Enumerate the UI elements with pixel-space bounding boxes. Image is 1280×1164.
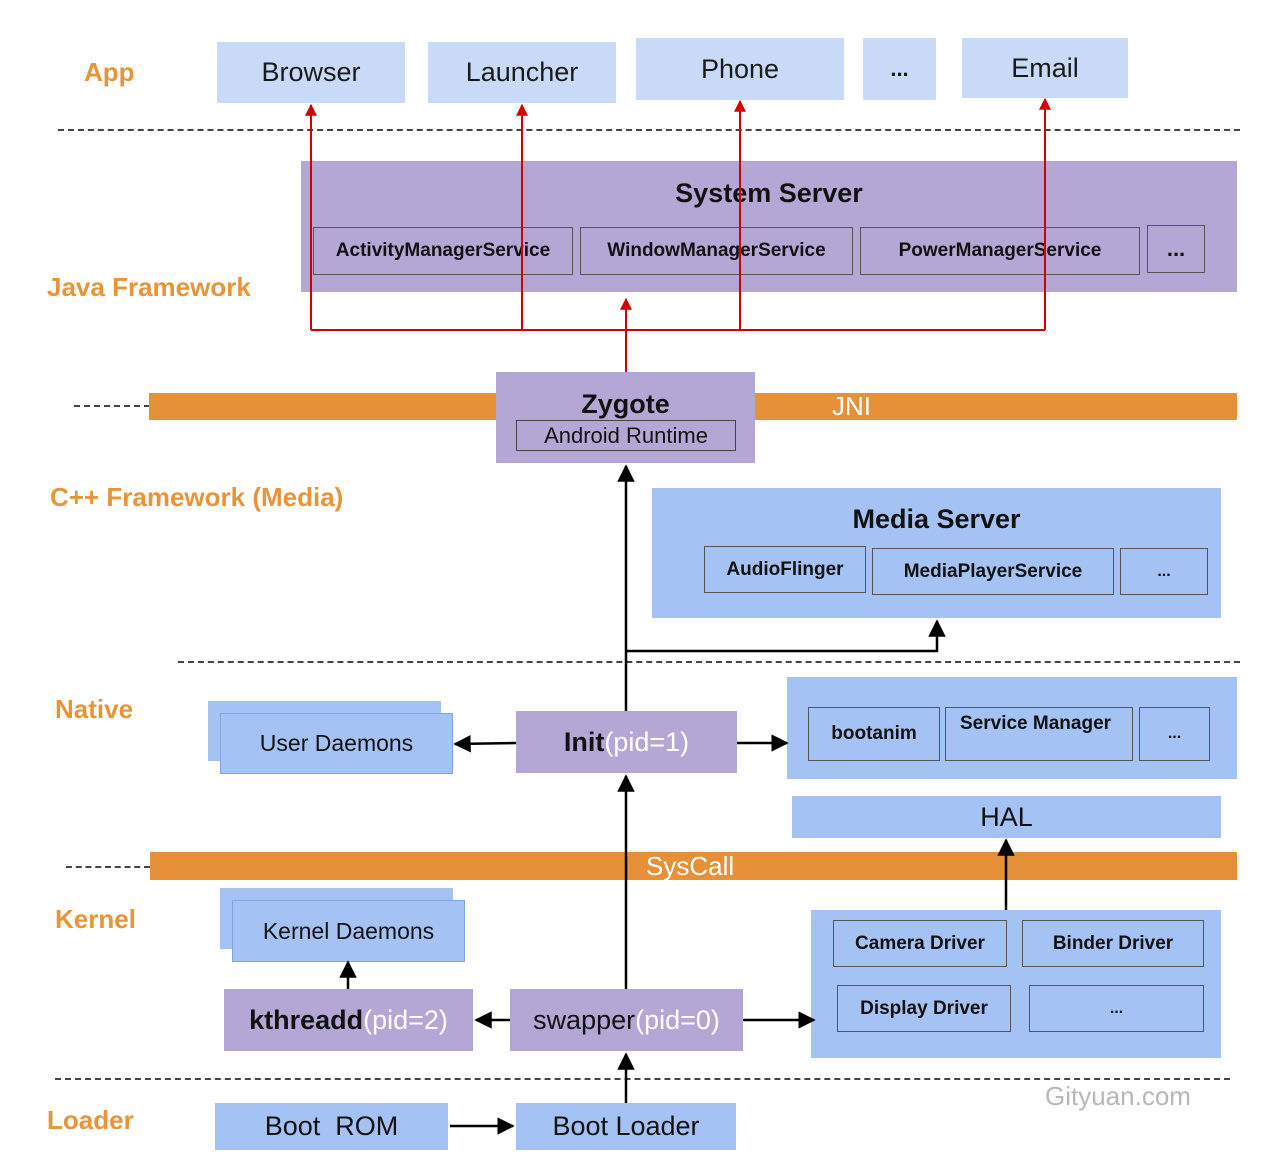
separator-jni-left [74,405,150,407]
init-pid: (pid=1) [604,726,690,757]
layer-label-native: Native [55,694,134,724]
swapper-pid: (pid=0) [635,1004,720,1035]
syscall-bar [150,852,1237,880]
native-more-box: ... [1139,707,1210,761]
service-more: ... [1147,225,1205,273]
service-window-manager: WindowManagerService [580,227,853,275]
kthreadd-box: kthreadd(pid=2) [224,989,473,1051]
app-launcher: Launcher [428,42,616,103]
separator-cpp-native [178,661,1240,663]
media-server-box [652,488,1221,618]
layer-label-app: App [84,57,135,87]
system-server-box [301,161,1237,292]
jni-label: JNI [832,391,871,421]
android-runtime-box: Android Runtime [516,420,736,451]
zygote-title: Zygote [581,389,670,419]
swapper-name: swapper [533,1004,636,1035]
binder-driver-box: Binder Driver [1022,920,1204,967]
layer-label-cpp-framework: C++ Framework (Media) [50,482,344,512]
service-manager-box: Service Manager [945,707,1133,761]
hal-box: HAL [792,796,1221,838]
init-name: Init [563,726,605,757]
service-audio-flinger: AudioFlinger [704,546,866,593]
app-browser: Browser [217,42,405,103]
drivers-box [811,910,1221,1058]
driver-more-box: ... [1029,985,1204,1032]
layer-label-java-framework: Java Framework [47,272,251,302]
watermark: Gityuan.com [1045,1081,1191,1111]
layer-label-kernel: Kernel [55,904,136,934]
init-box: Init(pid=1) [516,711,737,773]
zygote-box [496,372,755,463]
service-power-manager: PowerManagerService [860,227,1140,275]
boot-rom-box: Boot ROM [215,1103,448,1150]
swapper-box: swapper(pid=0) [510,989,743,1051]
boot-loader-box: Boot Loader [516,1103,736,1150]
separator-app-java [58,129,1240,131]
user-daemons-box: User Daemons [220,713,453,774]
layer-label-loader: Loader [47,1105,134,1135]
camera-driver-box: Camera Driver [833,920,1007,967]
bootanim-box: bootanim [808,707,940,761]
kthreadd-pid: (pid=2) [363,1004,448,1035]
kthreadd-name: kthreadd [249,1004,364,1035]
app-email: Email [962,38,1128,98]
separator-kernel-loader [55,1078,1230,1080]
arrow-init-to-media-server [626,619,946,653]
media-server-title: Media Server [852,504,1021,534]
app-more: ... [863,38,936,100]
service-media-player: MediaPlayerService [872,548,1114,595]
service-activity-manager: ActivityManagerService [313,227,573,275]
app-phone: Phone [636,38,844,100]
native-services-box [787,677,1237,779]
media-service-more: ... [1120,548,1208,595]
syscall-label: SysCall [646,850,735,881]
separator-syscall-left [66,866,150,868]
system-server-title: System Server [675,178,863,208]
arrow-init-to-user-daemons [453,734,517,753]
display-driver-box: Display Driver [837,985,1011,1032]
